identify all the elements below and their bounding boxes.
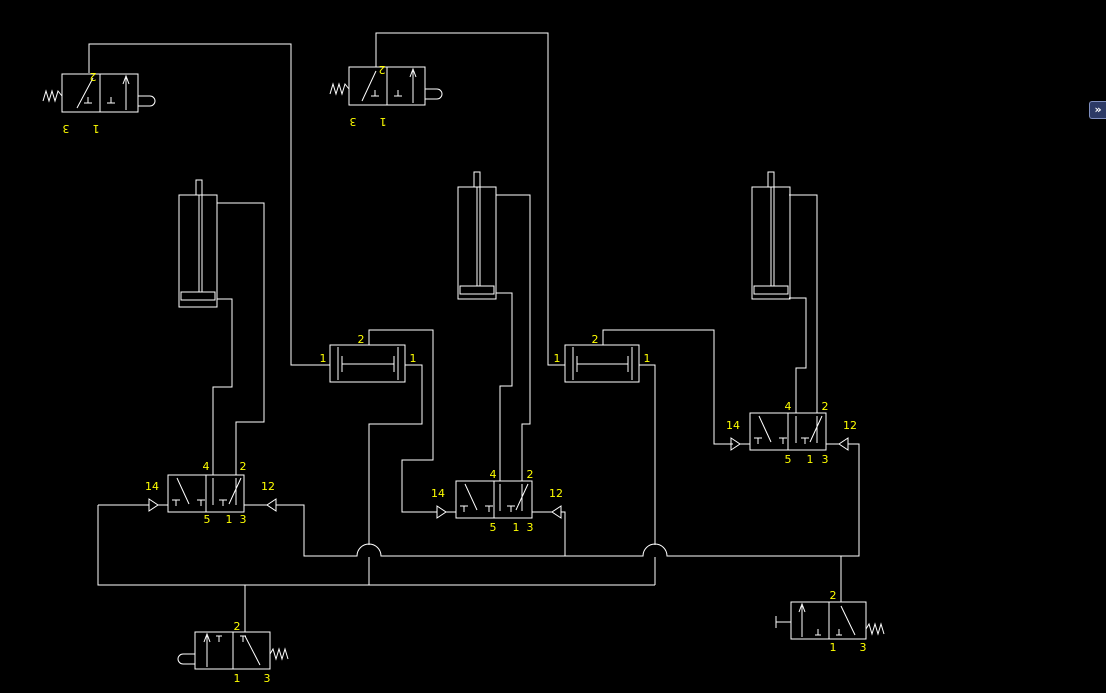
port-label: 3 [264,672,271,685]
port-label: 3 [63,122,70,135]
port-label: 3 [240,513,247,526]
port-label: 1 [380,115,387,128]
limit-valve-bottom-right[interactable] [775,601,885,640]
port-label: 2 [822,400,829,413]
limit-valve-top-middle[interactable] [329,66,443,106]
port-label: 14 [431,487,445,500]
port-label: 2 [234,620,241,633]
port-label: 1 [410,352,417,365]
port-label: 2 [830,589,837,602]
port-label: 4 [490,468,497,481]
limit-valve-top-left[interactable] [42,73,156,113]
cylinder-2[interactable] [457,171,497,300]
port-label: 12 [549,487,563,500]
directional-valve-2[interactable] [436,480,562,519]
port-label: 1 [234,672,241,685]
port-label: 1 [554,352,561,365]
port-label: 2 [358,333,365,346]
port-label: 3 [822,453,829,466]
shuttle-valve-a[interactable] [329,344,406,383]
port-label: 1 [807,453,814,466]
port-label: 3 [860,641,867,654]
port-label: 2 [90,70,97,83]
port-label: 12 [843,419,857,432]
port-label: 2 [592,333,599,346]
cylinder-3[interactable] [751,171,791,300]
port-label: 4 [785,400,792,413]
port-label: 5 [204,513,211,526]
port-label: 1 [830,641,837,654]
port-label: 2 [527,468,534,481]
port-label: 1 [226,513,233,526]
expand-panel-button[interactable]: » [1089,101,1106,119]
port-label: 14 [145,480,159,493]
port-label: 1 [93,122,100,135]
port-label: 14 [726,419,740,432]
port-label: 1 [320,352,327,365]
pneumatic-lines [88,32,860,632]
port-label: 3 [350,115,357,128]
shuttle-valve-b[interactable] [564,344,640,383]
port-label: 5 [490,521,497,534]
directional-valve-1[interactable] [148,474,277,513]
port-label: 1 [513,521,520,534]
cylinder-1[interactable] [178,179,218,308]
start-valve-bottom-left[interactable] [177,631,289,670]
port-label: 2 [240,460,247,473]
port-label: 4 [203,460,210,473]
port-label: 12 [261,480,275,493]
directional-valve-3[interactable] [730,412,849,451]
port-label: 2 [379,63,386,76]
port-label: 5 [785,453,792,466]
port-label: 3 [527,521,534,534]
port-label: 1 [644,352,651,365]
double-chevron-right-icon: » [1094,103,1102,116]
